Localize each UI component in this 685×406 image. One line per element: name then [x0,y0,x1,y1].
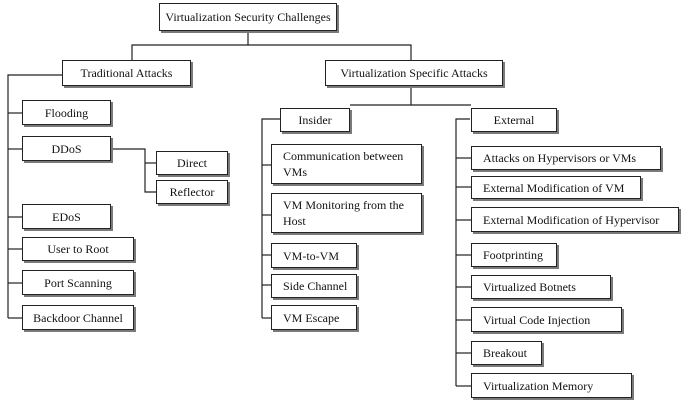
virtualization-specific-attacks-node: Virtualization Specific Attacks [325,60,503,86]
reflector-node: Reflector [156,180,228,204]
external-item-external-modification-of-hypervisor: External Modification of Hypervisor [471,207,679,232]
root-node: Virtualization Security Challenges [159,3,337,31]
external-item-external-modification-of-vm: External Modification of VM [471,176,641,199]
backdoor-channel-node: Backdoor Channel [22,305,134,330]
user-to-root-node: User to Root [22,237,134,261]
external-item-virtual-code-injection: Virtual Code Injection [471,307,622,332]
connector-root-traditional [131,31,249,60]
insider-node: Insider [280,108,350,132]
external-item-virtualization-memory: Virtualization Memory [471,373,632,398]
direct-node: Direct [156,151,228,175]
insider-item-vm-to-vm: VM-to-VM [271,243,357,268]
flooding-node: Flooding [22,100,111,125]
ddos-node: DDoS [22,136,111,161]
connector-root-specific [248,44,412,60]
external-item-virtualized-botnets: Virtualized Botnets [471,275,611,299]
insider-item-communication-between-vms: Communication between VMs [271,144,422,184]
connector-ddos-reflector [111,148,156,193]
traditional-attacks-node: Traditional Attacks [62,60,191,86]
external-item-attacks-on-hypervisors: Attacks on Hypervisors or VMs [471,146,661,170]
external-item-breakout: Breakout [471,341,542,365]
external-item-footprinting: Footprinting [471,243,557,267]
connector-specific-insider [350,86,412,106]
external-node: External [471,108,557,132]
insider-item-vm-escape: VM Escape [271,305,357,330]
insider-item-side-channel: Side Channel [271,274,357,298]
connector-insider-spine [261,118,280,318]
port-scanning-node: Port Scanning [22,270,134,295]
connector-external-spine [455,118,470,386]
insider-item-vm-monitoring-from-host: VM Monitoring from the Host [271,193,422,233]
edos-node: EDoS [22,204,111,229]
